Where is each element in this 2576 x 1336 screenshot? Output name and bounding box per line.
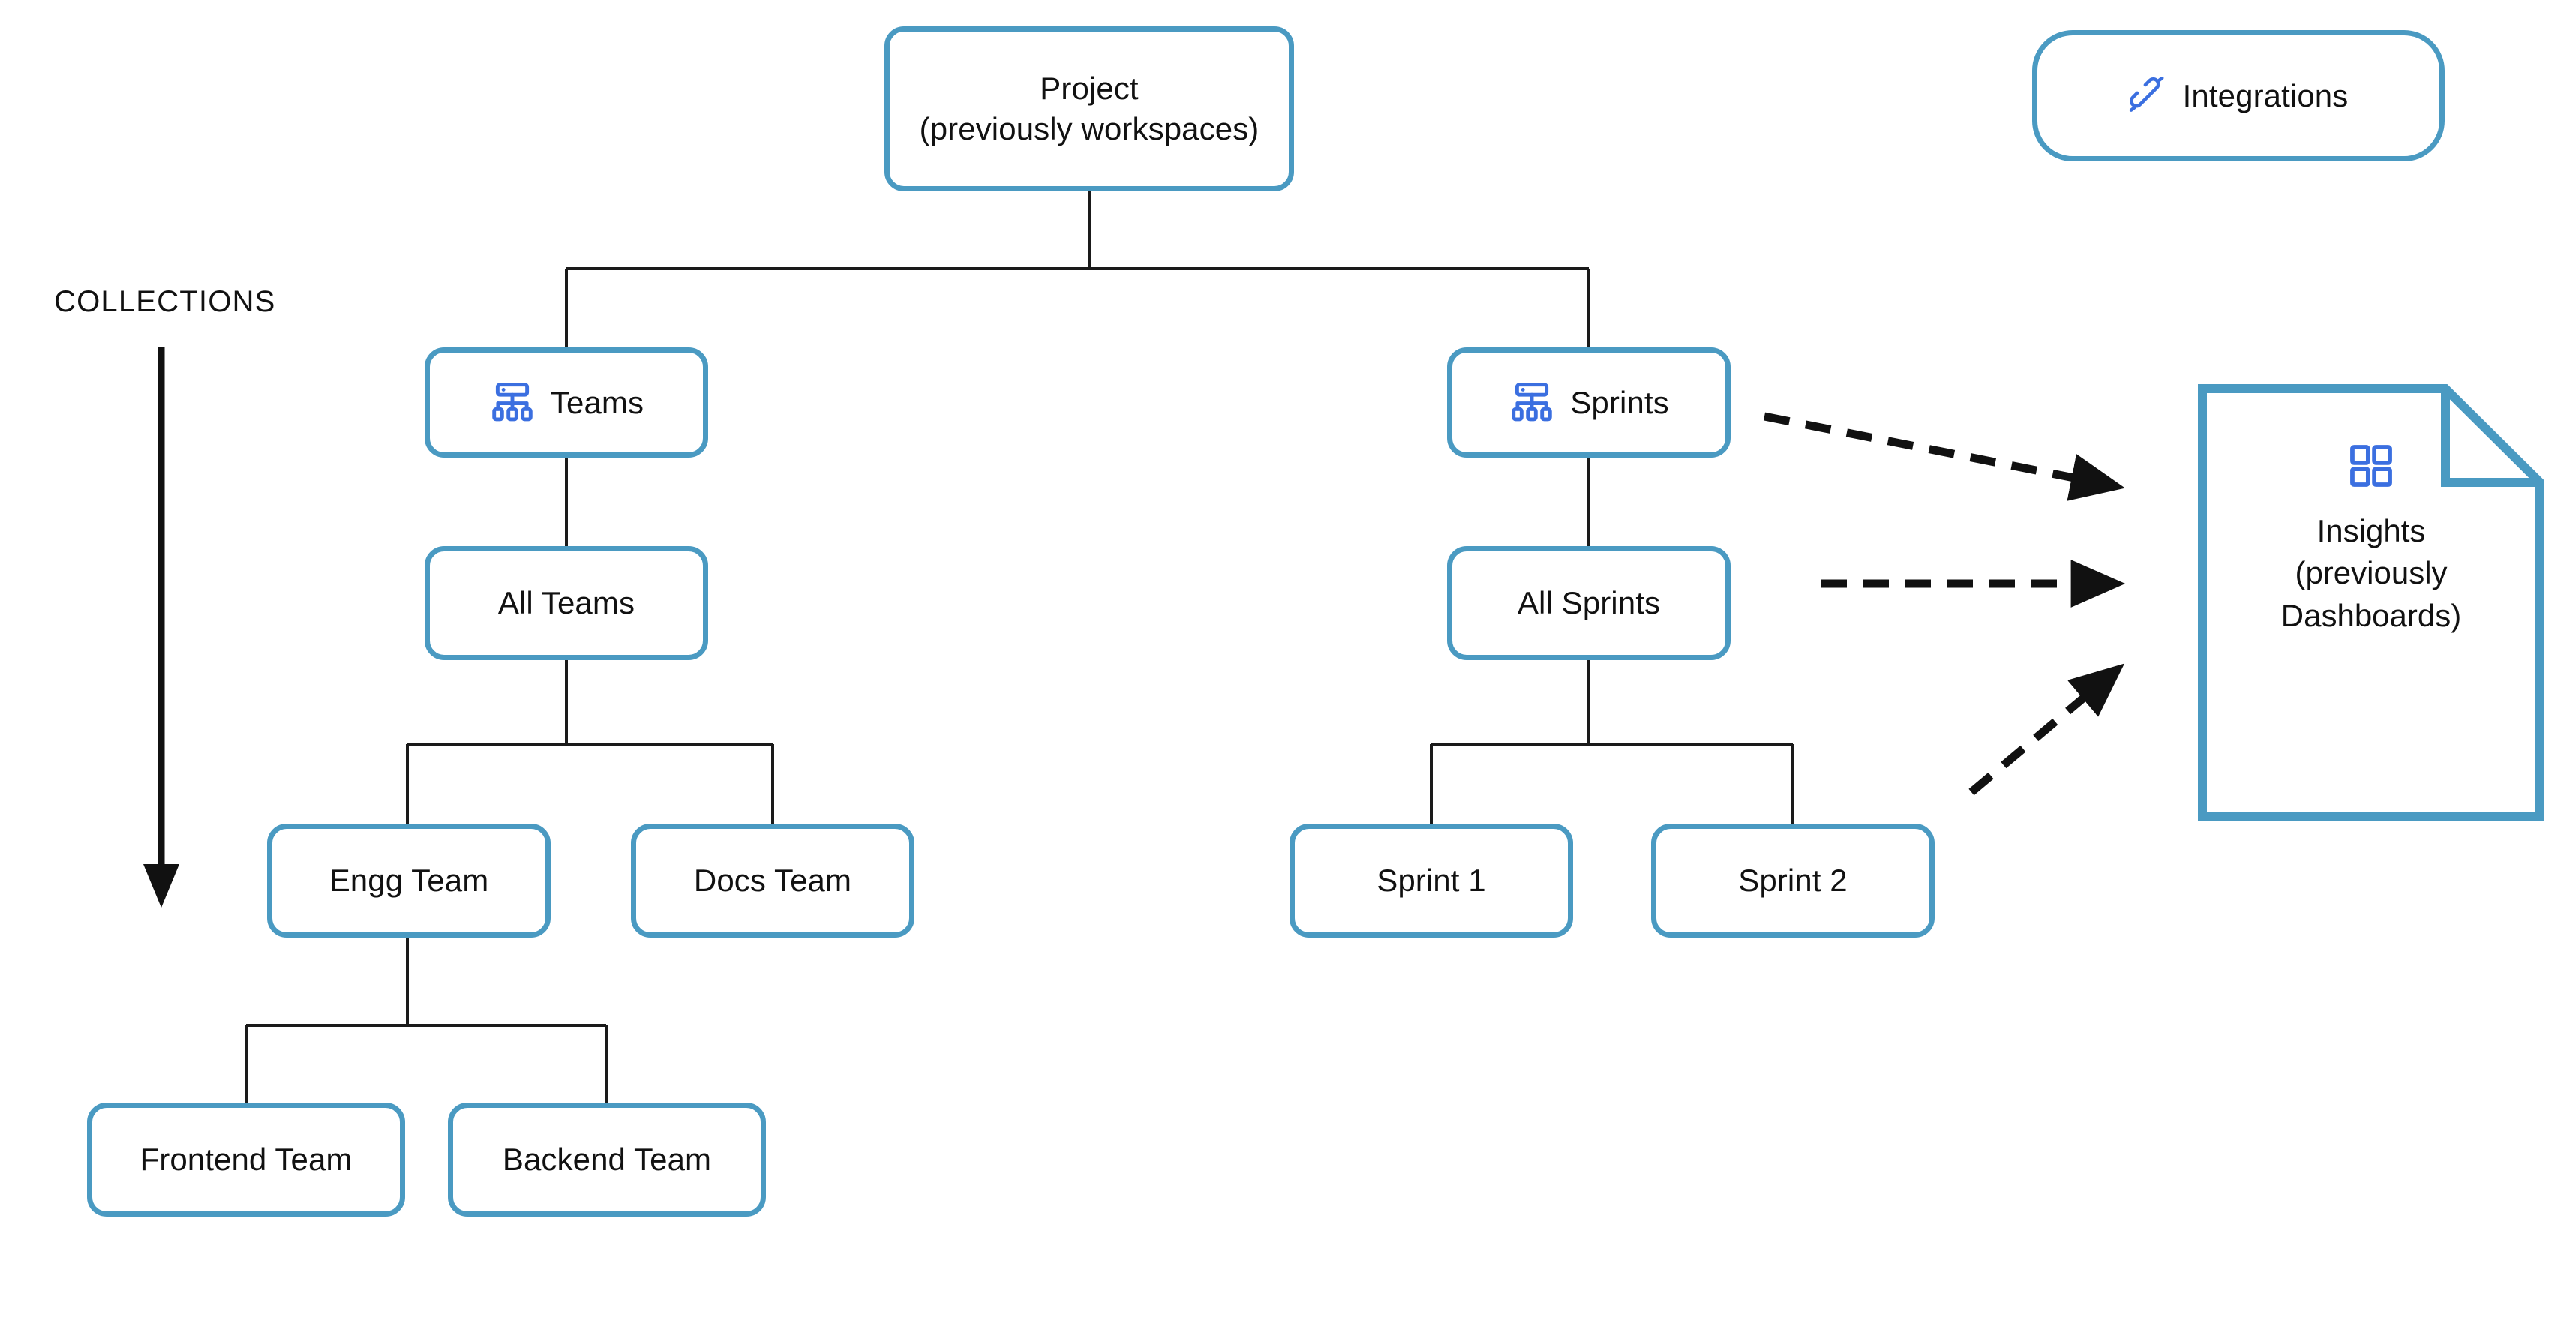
node-sprint-2-label: Sprint 2 — [1738, 863, 1848, 899]
node-engg-team[interactable]: Engg Team — [267, 824, 551, 938]
hierarchy-icon — [489, 380, 536, 426]
node-sprint-2[interactable]: Sprint 2 — [1651, 824, 1935, 938]
node-insights[interactable]: Insights (previously Dashboards) — [2198, 384, 2544, 821]
node-insights-label: Insights (previously Dashboards) — [2280, 513, 2462, 633]
node-engg-team-label: Engg Team — [329, 863, 489, 899]
node-docs-team[interactable]: Docs Team — [631, 824, 914, 938]
node-docs-team-label: Docs Team — [693, 863, 852, 899]
plug-connector-icon — [2129, 76, 2168, 116]
document-shape — [2198, 384, 2544, 821]
node-sprints-label: Sprints — [1570, 384, 1669, 420]
hierarchy-icon — [1509, 380, 1555, 426]
node-sprint-1-label: Sprint 1 — [1377, 863, 1486, 899]
node-frontend-team-label: Frontend Team — [140, 1142, 353, 1178]
node-project[interactable]: Project (previously workspaces) — [884, 26, 1294, 191]
node-teams-label: Teams — [550, 384, 644, 420]
node-integrations-label: Integrations — [2182, 77, 2349, 113]
node-backend-team-label: Backend Team — [502, 1142, 712, 1178]
collections-arrow-icon — [143, 347, 179, 908]
node-integrations[interactable]: Integrations — [2032, 30, 2445, 161]
node-frontend-team[interactable]: Frontend Team — [87, 1103, 405, 1217]
node-all-sprints[interactable]: All Sprints — [1447, 546, 1731, 660]
node-backend-team[interactable]: Backend Team — [448, 1103, 766, 1217]
edge-sprint2-insights — [1968, 663, 2125, 796]
node-all-sprints-label: All Sprints — [1517, 585, 1661, 621]
node-sprints[interactable]: Sprints — [1447, 347, 1731, 458]
edge-sprints-insights — [1763, 412, 2125, 501]
grid-2x2-icon — [2346, 441, 2396, 491]
node-teams[interactable]: Teams — [425, 347, 708, 458]
node-all-teams[interactable]: All Teams — [425, 546, 708, 660]
node-sprint-1[interactable]: Sprint 1 — [1290, 824, 1573, 938]
node-project-label: Project (previously workspaces) — [919, 71, 1259, 146]
collections-label: COLLECTIONS — [54, 285, 276, 318]
node-all-teams-label: All Teams — [497, 585, 635, 621]
